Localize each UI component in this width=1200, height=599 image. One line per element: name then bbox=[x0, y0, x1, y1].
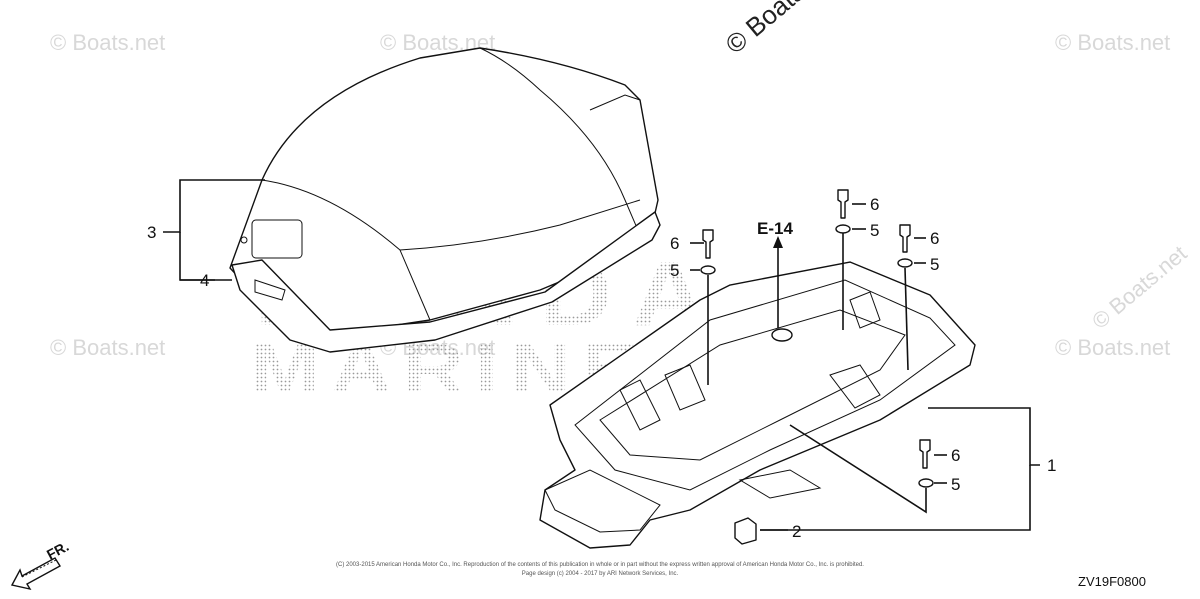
callout-6: 6 bbox=[870, 195, 879, 214]
direction-label: FR. bbox=[44, 538, 71, 563]
callout-3: 3 bbox=[147, 223, 156, 242]
leader-lines bbox=[163, 179, 1040, 531]
watermark: © Boats.net bbox=[50, 30, 165, 55]
copyright-line1: (C) 2003-2015 American Honda Motor Co., … bbox=[336, 562, 864, 568]
callout-6: 6 bbox=[951, 446, 960, 465]
callout-5: 5 bbox=[670, 261, 679, 280]
footer: (C) 2003-2015 American Honda Motor Co., … bbox=[336, 562, 1146, 589]
callout-4: 4 bbox=[200, 271, 209, 290]
lower-cover bbox=[539, 261, 976, 549]
copyright-line2: Page design (c) 2004 - 2017 by ARI Netwo… bbox=[522, 571, 679, 577]
callout-5: 5 bbox=[870, 221, 879, 240]
callout-1: 1 bbox=[1047, 456, 1056, 475]
watermark: © Boats.net bbox=[1087, 241, 1191, 334]
fasteners bbox=[700, 189, 934, 545]
watermark-top-center: © Boats.net bbox=[720, 0, 844, 60]
callout-5: 5 bbox=[930, 255, 939, 274]
callouts: 3 4 6 5 6 5 6 5 6 5 1 2 E-14 bbox=[147, 195, 1056, 541]
arrow-icon bbox=[10, 557, 61, 591]
watermark: © Boats.net bbox=[1055, 335, 1170, 360]
callout-2: 2 bbox=[792, 522, 801, 541]
watermark: © Boats.net bbox=[50, 335, 165, 360]
engine-cover bbox=[229, 47, 661, 353]
front-direction-indicator: FR. bbox=[10, 538, 71, 591]
callout-6: 6 bbox=[670, 234, 679, 253]
callout-6: 6 bbox=[930, 229, 939, 248]
watermark: © Boats.net bbox=[1055, 30, 1170, 55]
diagram-code: ZV19F0800 bbox=[1078, 574, 1146, 589]
callout-5: 5 bbox=[951, 475, 960, 494]
reference-e14: E-14 bbox=[757, 219, 793, 238]
